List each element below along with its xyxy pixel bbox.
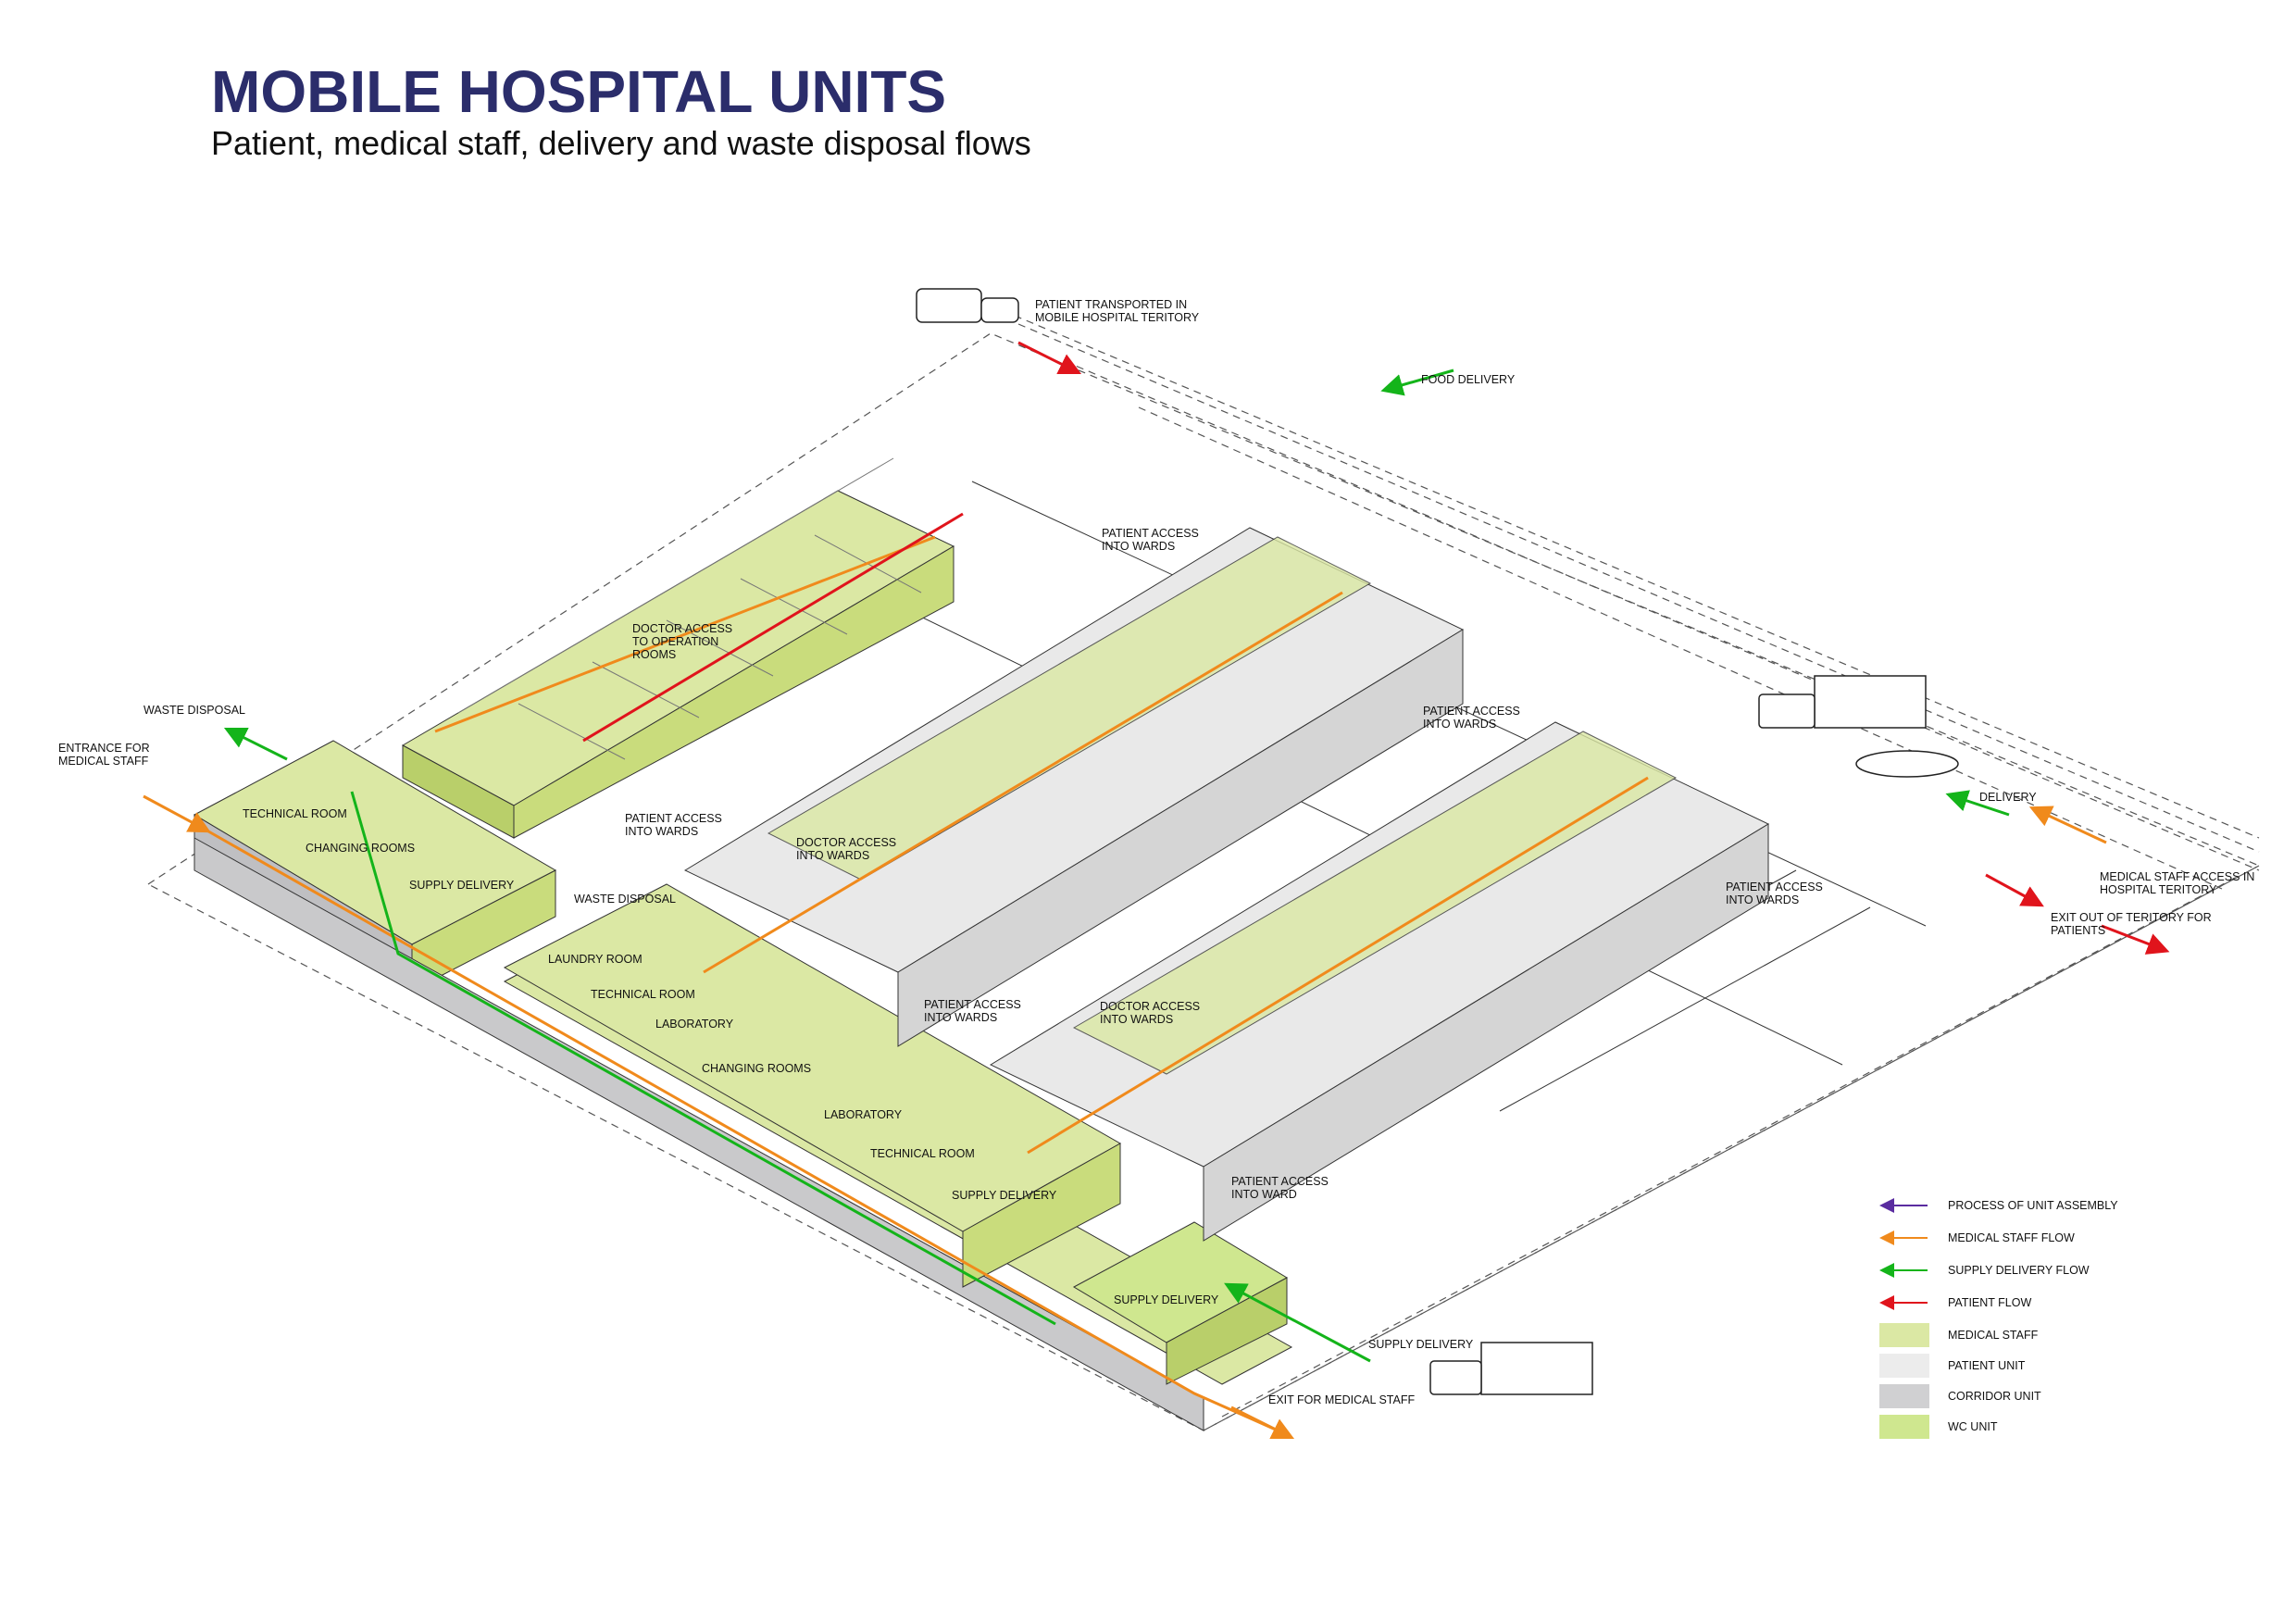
label-technical-room-2: TECHNICAL ROOM bbox=[591, 988, 695, 1001]
label-technical-room-3: TECHNICAL ROOM bbox=[870, 1147, 975, 1160]
label-laundry-room: LAUNDRY ROOM bbox=[548, 953, 643, 966]
label-changing-rooms-1: CHANGING ROOMS bbox=[306, 842, 415, 855]
red-arrow-icon bbox=[1879, 1295, 1928, 1310]
legend-item-supply-flow: SUPPLY DELIVERY FLOW bbox=[1879, 1257, 2090, 1283]
legend-label: SUPPLY DELIVERY FLOW bbox=[1948, 1264, 2090, 1277]
label-laboratory-2: LABORATORY bbox=[824, 1108, 903, 1121]
supply-truck-icon bbox=[1429, 1342, 1593, 1395]
label-changing-rooms-2: CHANGING ROOMS bbox=[702, 1062, 811, 1075]
wc-unit-swatch bbox=[1879, 1415, 1929, 1439]
legend-label: WC UNIT bbox=[1948, 1420, 1998, 1433]
label-food-delivery: FOOD DELIVERY bbox=[1421, 373, 1516, 386]
label-waste-disposal-left: WASTE DISPOSAL bbox=[144, 704, 245, 717]
vehicles bbox=[916, 288, 1959, 1395]
legend-item-patient-unit: PATIENT UNIT bbox=[1879, 1353, 2025, 1379]
label-waste-disposal-mid: WASTE DISPOSAL bbox=[574, 893, 676, 906]
ambulance-icon bbox=[916, 288, 1019, 323]
legend-label: PATIENT UNIT bbox=[1948, 1359, 2026, 1372]
legend-item-medical-staff: MEDICAL STAFF bbox=[1879, 1322, 2038, 1348]
label-supply-delivery-1: SUPPLY DELIVERY bbox=[409, 879, 515, 892]
legend-item-assembly: PROCESS OF UNIT ASSEMBLY bbox=[1879, 1193, 2118, 1218]
page-subtitle: Patient, medical staff, delivery and was… bbox=[211, 124, 1031, 162]
legend-label: PATIENT FLOW bbox=[1948, 1296, 2032, 1309]
patient-flows bbox=[582, 341, 2170, 955]
label-supply-delivery-truck: SUPPLY DELIVERY bbox=[1368, 1338, 1474, 1351]
page-title: MOBILE HOSPITAL UNITS bbox=[211, 58, 947, 125]
corridor-unit-swatch bbox=[1879, 1384, 1929, 1408]
sedan-icon bbox=[1855, 750, 1959, 778]
ward-row-1 bbox=[683, 527, 1465, 1047]
patient-unit-swatch bbox=[1879, 1354, 1929, 1378]
medical-staff-flows bbox=[143, 535, 2107, 1440]
legend-item-medical-staff-flow: MEDICAL STAFF FLOW bbox=[1879, 1225, 2075, 1251]
orange-arrow-icon bbox=[1879, 1230, 1928, 1245]
legend-item-wc-unit: WC UNIT bbox=[1879, 1414, 1997, 1440]
delivery-truck-icon bbox=[1758, 675, 1927, 729]
legend-item-corridor-unit: CORRIDOR UNIT bbox=[1879, 1383, 2041, 1409]
legend-label: MEDICAL STAFF bbox=[1948, 1329, 2039, 1342]
ward-row-2 bbox=[989, 721, 1770, 1242]
label-delivery: DELIVERY bbox=[1979, 791, 2037, 804]
label-supply-delivery-2: SUPPLY DELIVERY bbox=[952, 1189, 1057, 1202]
legend-label: MEDICAL STAFF FLOW bbox=[1948, 1231, 2075, 1244]
label-exit-medical-staff: EXIT FOR MEDICAL STAFF bbox=[1268, 1393, 1415, 1406]
label-technical-room-1: TECHNICAL ROOM bbox=[243, 807, 347, 820]
label-supply-delivery-3: SUPPLY DELIVERY bbox=[1114, 1293, 1219, 1306]
medical-staff-swatch bbox=[1879, 1323, 1929, 1347]
top-block bbox=[401, 457, 955, 839]
green-arrow-icon bbox=[1879, 1263, 1928, 1278]
label-laboratory-1: LABORATORY bbox=[655, 1018, 734, 1031]
purple-arrow-icon bbox=[1879, 1198, 1928, 1213]
legend-label: CORRIDOR UNIT bbox=[1948, 1390, 2041, 1403]
legend-label: PROCESS OF UNIT ASSEMBLY bbox=[1948, 1199, 2118, 1212]
left-corridor-block bbox=[193, 740, 1293, 1431]
legend-item-patient-flow: PATIENT FLOW bbox=[1879, 1290, 2031, 1316]
supply-flows bbox=[223, 369, 2010, 1363]
